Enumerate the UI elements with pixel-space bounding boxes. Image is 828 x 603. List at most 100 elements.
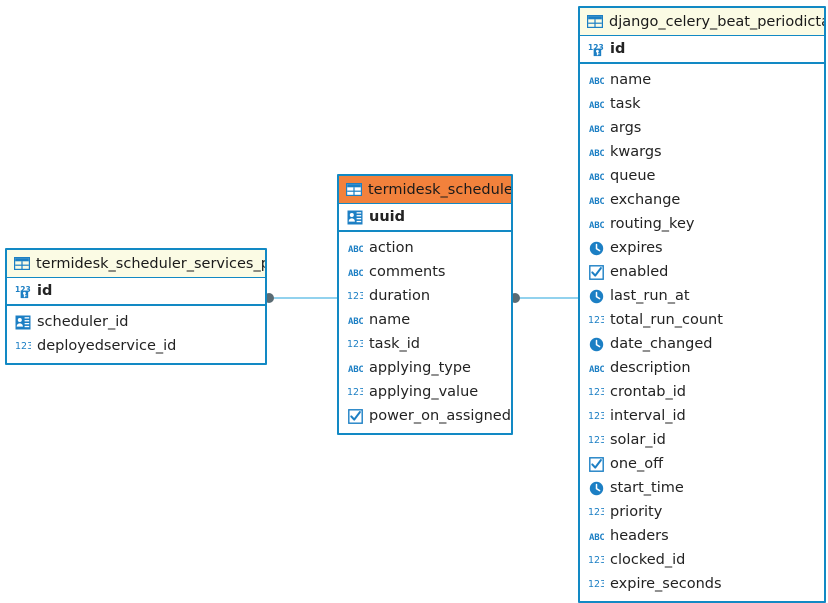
column-name: deployedservice_id — [37, 337, 177, 354]
text-icon: ABC — [588, 72, 604, 88]
column-row-enabled[interactable]: enabled — [580, 260, 824, 284]
text-icon: ABC — [588, 192, 604, 208]
column-name: last_run_at — [610, 287, 690, 304]
column-row-power_on_assigned[interactable]: power_on_assigned — [339, 404, 511, 428]
svg-text:ABC: ABC — [589, 77, 604, 86]
column-name: queue — [610, 167, 656, 184]
column-row-scheduler_id[interactable]: scheduler_id — [7, 310, 265, 334]
numeric-icon: 123 — [347, 336, 363, 352]
text-icon: ABC — [347, 240, 363, 256]
boolean-icon — [347, 408, 363, 424]
svg-text:ABC: ABC — [589, 365, 604, 374]
svg-text:ABC: ABC — [348, 317, 363, 326]
columns-section: scheduler_id 123 deployedservice_id — [7, 306, 265, 363]
column-name: expire_seconds — [610, 575, 722, 592]
svg-text:123: 123 — [15, 341, 31, 352]
numeric-icon: 123 — [588, 504, 604, 520]
column-row-expires[interactable]: expires — [580, 236, 824, 260]
svg-text:ABC: ABC — [589, 173, 604, 182]
boolean-icon — [588, 456, 604, 472]
svg-text:123: 123 — [15, 284, 31, 293]
entity-header[interactable]: termidesk_scheduler_services_pools — [7, 250, 265, 278]
column-name: id — [37, 282, 53, 299]
text-icon: ABC — [588, 120, 604, 136]
column-row-uuid[interactable]: uuid — [339, 204, 511, 230]
svg-text:123: 123 — [588, 387, 604, 398]
column-name: task — [610, 95, 641, 112]
column-row-start_time[interactable]: start_time — [580, 476, 824, 500]
column-name: headers — [610, 527, 669, 544]
entity-table-termidesk_scheduler_services_pools[interactable]: termidesk_scheduler_services_pools 123 id s… — [5, 248, 267, 365]
table-icon — [346, 183, 362, 197]
column-row-deployedservice_id[interactable]: 123 deployedservice_id — [7, 334, 265, 358]
entity-title: termidesk_scheduler — [368, 181, 511, 198]
column-row-queue[interactable]: ABC queue — [580, 164, 824, 188]
svg-text:ABC: ABC — [589, 197, 604, 206]
column-name: start_time — [610, 479, 684, 496]
column-row-action[interactable]: ABC action — [339, 236, 511, 260]
numeric-icon: 123 — [588, 408, 604, 424]
svg-text:ABC: ABC — [348, 365, 363, 374]
column-name: date_changed — [610, 335, 713, 352]
primary-key-section: uuid — [339, 204, 511, 232]
column-name: name — [610, 71, 652, 88]
column-row-priority[interactable]: 123 priority — [580, 500, 824, 524]
column-name: scheduler_id — [37, 313, 129, 330]
entity-header[interactable]: termidesk_scheduler — [339, 176, 511, 204]
svg-text:ABC: ABC — [589, 101, 604, 110]
svg-text:ABC: ABC — [348, 269, 363, 278]
text-icon: ABC — [588, 360, 604, 376]
column-row-id[interactable]: 123 id — [7, 278, 265, 304]
column-name: uuid — [369, 208, 405, 225]
column-name: enabled — [610, 263, 669, 280]
numeric-icon: 123 — [15, 338, 31, 354]
column-row-last_run_at[interactable]: last_run_at — [580, 284, 824, 308]
svg-text:123: 123 — [347, 387, 363, 398]
svg-text:ABC: ABC — [348, 245, 363, 254]
column-name: one_off — [610, 455, 664, 472]
svg-text:ABC: ABC — [589, 125, 604, 134]
svg-text:123: 123 — [588, 507, 604, 518]
numeric-icon: 123 — [347, 288, 363, 304]
column-name: action — [369, 239, 414, 256]
column-row-one_off[interactable]: one_off — [580, 452, 824, 476]
column-name: power_on_assigned — [369, 407, 511, 424]
datetime-icon — [588, 480, 604, 496]
svg-text:123: 123 — [588, 411, 604, 422]
entity-title: termidesk_scheduler_services_pools — [36, 255, 265, 272]
column-name: priority — [610, 503, 663, 520]
entity-header[interactable]: django_celery_beat_periodictask — [580, 8, 824, 36]
column-row-date_changed[interactable]: date_changed — [580, 332, 824, 356]
numeric-icon: 123 — [588, 384, 604, 400]
column-name: id — [610, 40, 626, 57]
column-row-name[interactable]: ABC name — [580, 68, 824, 92]
numeric-icon: 123 — [588, 312, 604, 328]
column-row-task[interactable]: ABC task — [580, 92, 824, 116]
text-icon: ABC — [588, 216, 604, 232]
text-icon: ABC — [347, 264, 363, 280]
text-icon: ABC — [347, 312, 363, 328]
